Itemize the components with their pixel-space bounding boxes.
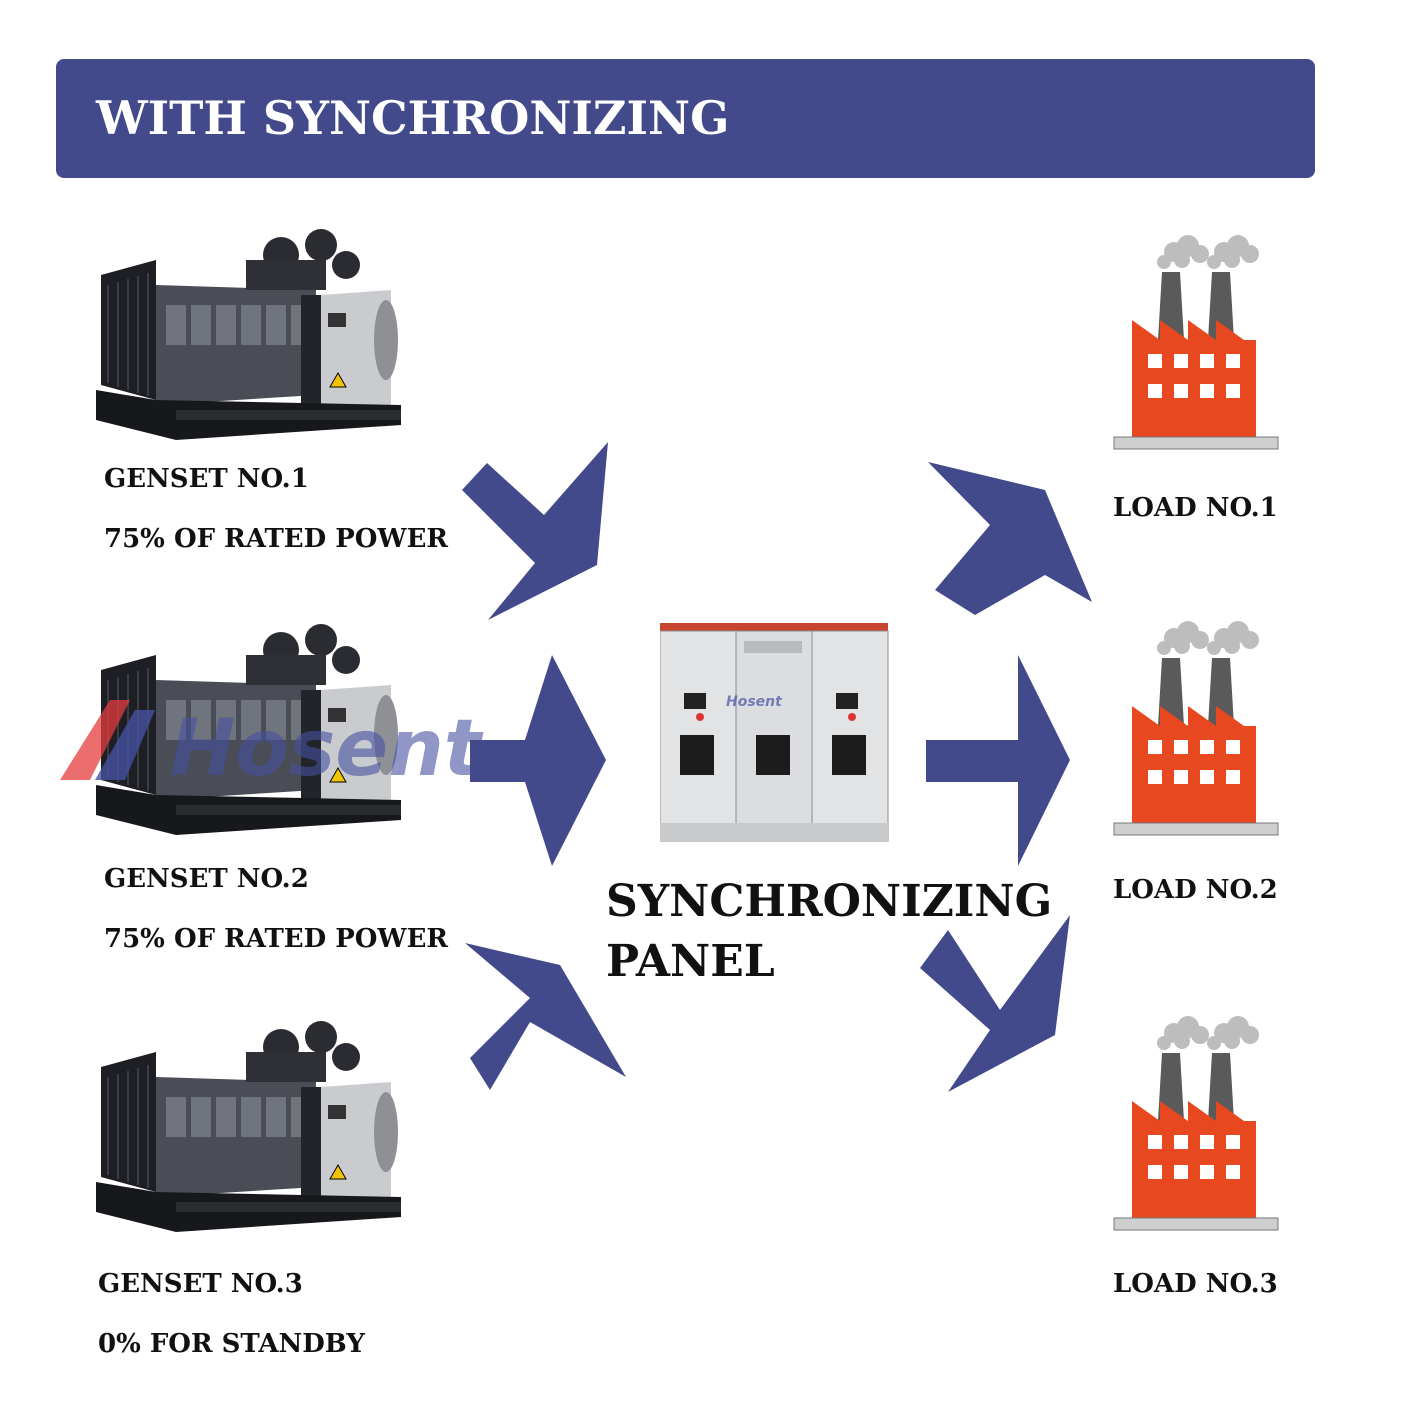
load-2-label: LOAD NO.2 [1113, 875, 1278, 905]
factory-1-icon [1113, 235, 1279, 450]
genset-1-power: 75% OF RATED POWER [104, 524, 449, 554]
genset-3-name: GENSET NO.3 [98, 1269, 303, 1299]
panel-label-line2: PANEL [606, 936, 775, 987]
factory-3-icon [1113, 1016, 1279, 1231]
page-title: WITH SYNCHRONIZING [96, 91, 730, 145]
load-1-label: LOAD NO.1 [1113, 493, 1278, 523]
panel-watermark: Hosent [726, 694, 782, 710]
arrow-panel-to-load2 [926, 655, 1070, 866]
genset-3-image [96, 1021, 401, 1232]
genset-2-name: GENSET NO.2 [104, 864, 309, 894]
arrow-genset1-to-panel [462, 442, 608, 620]
panel-label-line1: SYNCHRONIZING [606, 876, 1053, 927]
genset-1-image [96, 229, 401, 440]
panel-label: SYNCHRONIZING PANEL [606, 872, 1052, 992]
header-banner: WITH SYNCHRONIZING [56, 59, 1315, 178]
watermark-logo: Hosent [60, 700, 484, 790]
arrow-genset2-to-panel [470, 655, 606, 866]
synchronizing-panel-image [660, 623, 889, 842]
arrow-panel-to-load1 [928, 462, 1092, 615]
svg-text:Hosent: Hosent [170, 704, 484, 790]
factory-2-icon [1113, 621, 1279, 836]
arrow-panel-to-load3 [920, 915, 1070, 1092]
genset-1-name: GENSET NO.1 [104, 464, 309, 494]
genset-3-power: 0% FOR STANDBY [98, 1329, 365, 1359]
genset-2-power: 75% OF RATED POWER [104, 924, 449, 954]
arrow-genset3-to-panel [465, 943, 626, 1090]
load-3-label: LOAD NO.3 [1113, 1269, 1278, 1299]
